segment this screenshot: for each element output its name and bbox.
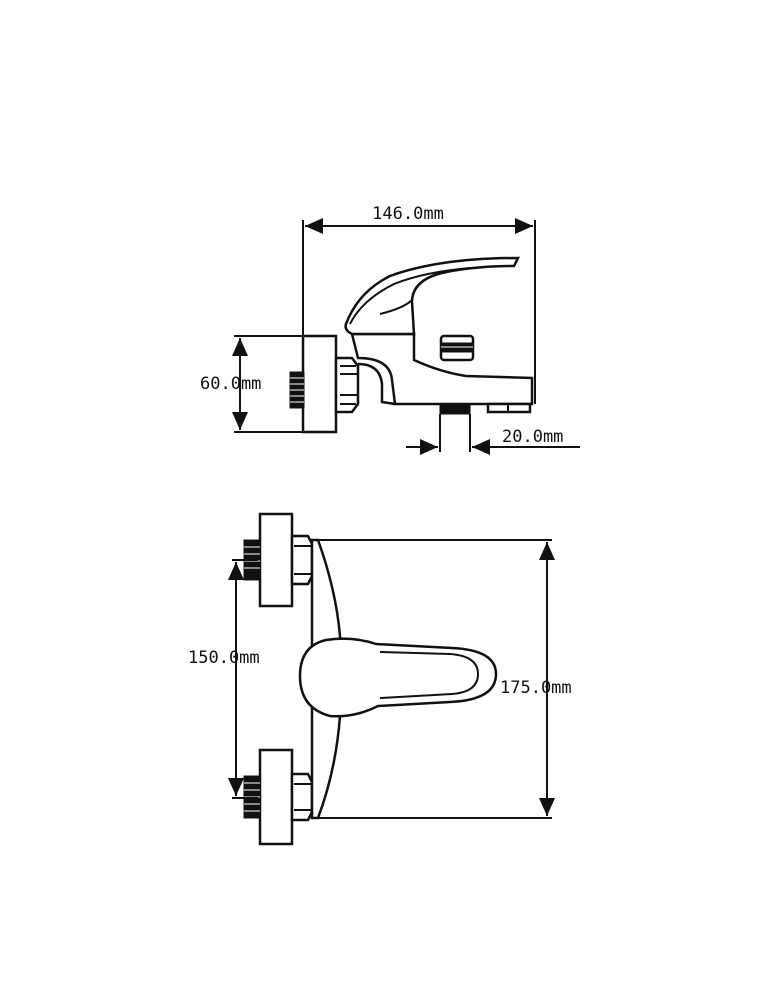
- spout-label: 20.0mm: [502, 427, 563, 447]
- diverter-knob: [439, 334, 475, 362]
- lever-handle: [344, 256, 521, 336]
- width-dimension: 146.0mm: [302, 204, 536, 404]
- height-label: 60.0mm: [200, 374, 261, 394]
- threaded-inlet: [289, 371, 305, 409]
- front-view: 150.0mm 175.0mm: [188, 512, 572, 846]
- valve-body: [350, 332, 534, 406]
- height-dimension: 60.0mm: [200, 335, 303, 433]
- front-lever: [298, 637, 498, 718]
- lower-fitting: [243, 748, 314, 846]
- total-height-dimension: 175.0mm: [318, 539, 572, 819]
- width-label: 146.0mm: [372, 204, 444, 224]
- center-distance-label: 150.0mm: [188, 648, 260, 668]
- spout-outlet: [439, 402, 532, 415]
- body-neck: [357, 362, 396, 406]
- spout-dimension: 20.0mm: [406, 414, 580, 455]
- connector-nut: [334, 356, 360, 414]
- upper-fitting: [243, 512, 314, 608]
- total-height-label: 175.0mm: [500, 678, 572, 698]
- center-distance-dimension: 150.0mm: [188, 559, 260, 799]
- side-view: 146.0mm 60.0mm 20.0mm: [200, 204, 580, 455]
- wall-flange: [301, 334, 338, 434]
